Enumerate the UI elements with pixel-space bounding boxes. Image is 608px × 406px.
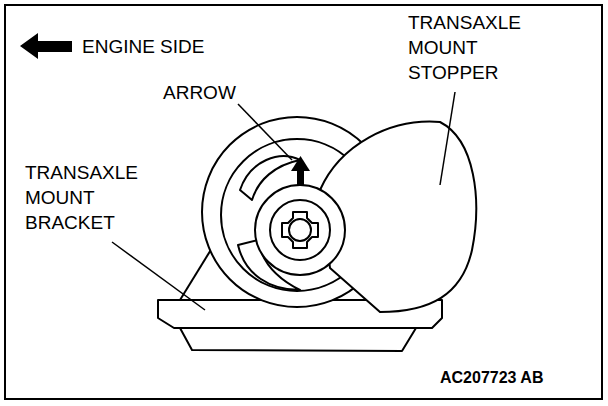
boss-inner <box>270 200 330 260</box>
leader-line <box>112 242 205 310</box>
boss-hole-center <box>289 219 311 241</box>
leader-line <box>238 104 292 160</box>
boss-hole <box>282 212 318 248</box>
part-label: TRANSAXLE MOUNT STOPPER <box>408 10 540 85</box>
direction-arrow <box>20 33 72 59</box>
bracket-lip <box>180 328 416 351</box>
frame-border <box>5 5 602 399</box>
leader-line <box>440 92 455 185</box>
part-label: ENGINE SIDE <box>82 34 282 59</box>
bracket-edge <box>180 248 212 300</box>
mark-arrow-head <box>291 156 310 171</box>
part-label: TRANSAXLE MOUNT BRACKET <box>25 160 157 235</box>
part-label: ARROW <box>163 80 283 105</box>
part-label: AC207723 AB <box>440 365 600 390</box>
mount-boss <box>255 185 345 275</box>
